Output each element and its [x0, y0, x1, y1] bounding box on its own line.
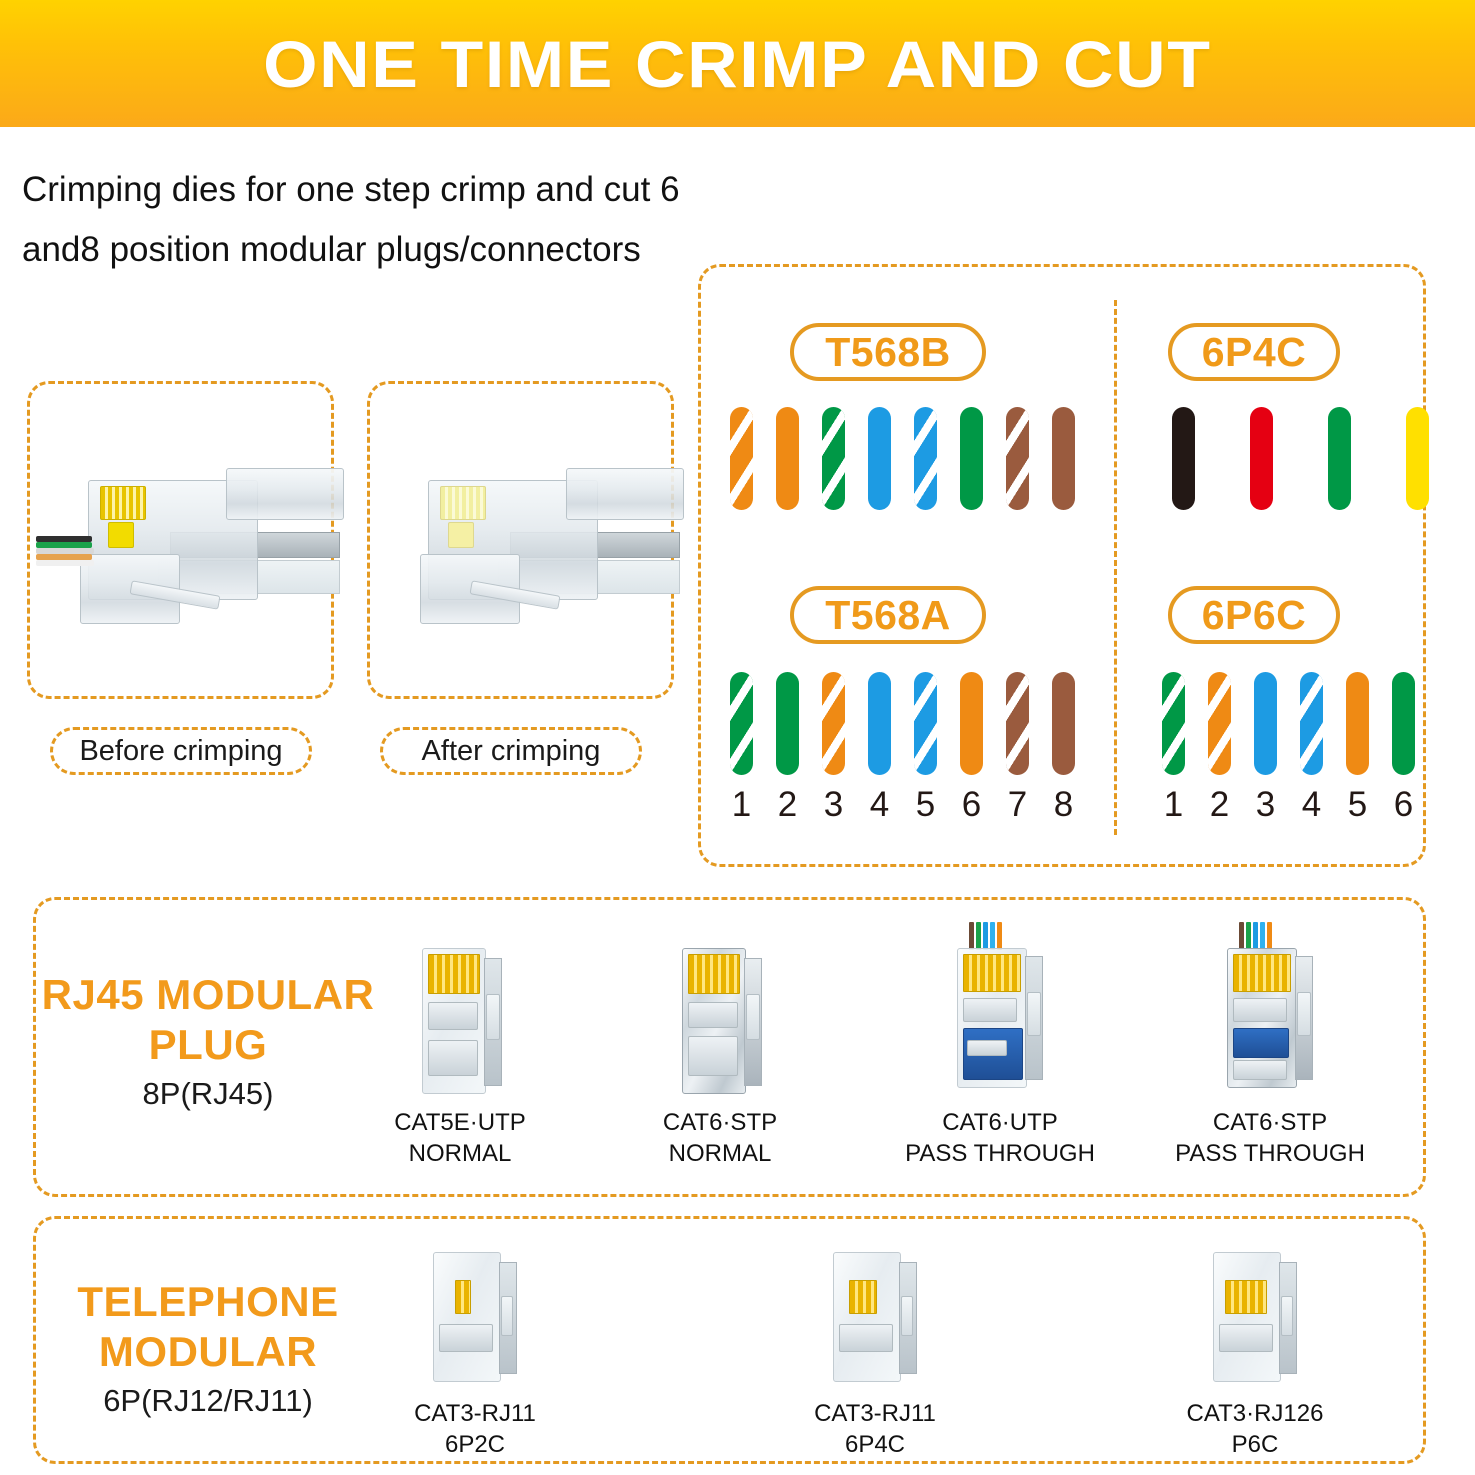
wire-t568a-7 — [1006, 672, 1029, 775]
product-caption: CAT3·RJ126 P6C — [1186, 1400, 1324, 1458]
wire-t568b-6 — [960, 407, 983, 510]
wire-t568b-2 — [776, 407, 799, 510]
wire-t568a-1 — [730, 672, 753, 775]
wire-number-2: 2 — [1209, 785, 1230, 824]
wire-t568b-5 — [914, 407, 937, 510]
wire-6p6c-4 — [1300, 672, 1323, 775]
wire-number-1: 1 — [1163, 785, 1184, 824]
product-cat6-utp-pass-through: CAT6·UTP PASS THROUGH — [870, 922, 1130, 1169]
rj45-section-title: RJ45 MODULAR PLUG — [38, 970, 378, 1070]
telephone-title-line2: MODULAR — [98, 1328, 318, 1375]
telephone-section-subtitle: 6P(RJ12/RJ11) — [103, 1383, 313, 1418]
header-banner: ONE TIME CRIMP AND CUT — [0, 0, 1475, 127]
rj45-section-subtitle: 8P(RJ45) — [142, 1076, 274, 1111]
wire-t568a-4 — [868, 672, 891, 775]
after-crimping-caption: After crimping — [380, 727, 642, 775]
plug-art-cat6-stp — [660, 932, 780, 1107]
wire-t568a-6 — [960, 672, 983, 775]
wire-number-4: 4 — [1301, 785, 1322, 824]
wire-t568a-5 — [914, 672, 937, 775]
wire-6p4c-3 — [1328, 407, 1351, 510]
plug-art-cat6-stp-pass — [1205, 922, 1335, 1107]
plug-art-cat6-utp-pass — [935, 922, 1065, 1107]
tag-t568b: T568B — [790, 323, 986, 381]
wire-t568b-7 — [1006, 407, 1029, 510]
protruding-wires — [969, 922, 1002, 950]
wire-t568b-1 — [730, 407, 753, 510]
product-cat3-rj11-6p2c: CAT3-RJ11 6P2C — [360, 1238, 590, 1460]
wire-row-6p6c — [1162, 672, 1415, 775]
wire-6p4c-2 — [1250, 407, 1273, 510]
wire-t568a-2 — [776, 672, 799, 775]
page-title: ONE TIME CRIMP AND CUT — [263, 26, 1212, 101]
wiring-panel-divider — [1114, 300, 1117, 835]
product-caption: CAT6·STP PASS THROUGH — [1175, 1109, 1365, 1167]
telephone-title-line1: TELEPHONE — [77, 1278, 339, 1325]
before-crimping-frame — [27, 381, 344, 702]
wire-t568b-3 — [822, 407, 845, 510]
wire-row-6p4c — [1172, 407, 1429, 510]
plug-art-rj11-6p4c — [815, 1238, 935, 1398]
wire-6p6c-5 — [1346, 672, 1369, 775]
wire-number-2: 2 — [777, 785, 798, 824]
wire-t568b-4 — [868, 407, 891, 510]
before-crimping-caption: Before crimping — [50, 727, 312, 775]
plug-art-cat5e-utp — [400, 932, 520, 1107]
after-crimping-frame — [367, 381, 684, 702]
telephone-modular-panel — [33, 1216, 1426, 1464]
wire-number-4: 4 — [869, 785, 890, 824]
wire-row-t568b — [730, 407, 1075, 510]
wire-t568b-8 — [1052, 407, 1075, 510]
product-cat6-stp-normal: CAT6·STP NORMAL — [610, 932, 830, 1169]
telephone-section-title: TELEPHONE MODULAR — [38, 1277, 378, 1377]
product-cat3-rj126-p6c: CAT3·RJ126 P6C — [1140, 1238, 1370, 1460]
product-caption: CAT6·STP NORMAL — [662, 1109, 778, 1167]
wire-number-6: 6 — [1393, 785, 1414, 824]
wire-number-5: 5 — [1347, 785, 1368, 824]
wire-6p6c-1 — [1162, 672, 1185, 775]
product-cat5e-utp-normal: CAT5E·UTP NORMAL — [350, 932, 570, 1169]
product-caption: CAT6·UTP PASS THROUGH — [905, 1109, 1095, 1167]
wire-row-t568a — [730, 672, 1075, 775]
tag-t568a: T568A — [790, 586, 986, 644]
wire-number-3: 3 — [823, 785, 844, 824]
rj45-title-line2: PLUG — [148, 1021, 268, 1068]
tag-6p6c: 6P6C — [1168, 586, 1340, 644]
wire-6p6c-2 — [1208, 672, 1231, 775]
product-cat3-rj11-6p4c: CAT3-RJ11 6P4C — [760, 1238, 990, 1460]
plug-after-crimping-illustration — [370, 384, 684, 702]
wire-number-3: 3 — [1255, 785, 1276, 824]
plug-art-rj11-6p2c — [415, 1238, 535, 1398]
wire-number-5: 5 — [915, 785, 936, 824]
protruding-wires — [1239, 922, 1272, 950]
plug-art-rj126-p6c — [1195, 1238, 1315, 1398]
product-cat6-stp-pass-through: CAT6·STP PASS THROUGH — [1140, 922, 1400, 1169]
product-caption: CAT3-RJ11 6P4C — [814, 1400, 936, 1458]
plug-before-crimping-illustration — [30, 384, 344, 702]
wire-number-8: 8 — [1053, 785, 1074, 824]
wire-6p6c-3 — [1254, 672, 1277, 775]
wire-6p4c-1 — [1172, 407, 1195, 510]
wire-t568a-8 — [1052, 672, 1075, 775]
wire-number-7: 7 — [1007, 785, 1028, 824]
product-caption: CAT5E·UTP NORMAL — [394, 1109, 526, 1167]
intro-paragraph: Crimping dies for one step crimp and cut… — [22, 170, 680, 269]
wire-number-6: 6 — [961, 785, 982, 824]
tag-6p4c: 6P4C — [1168, 323, 1340, 381]
wire-number-1: 1 — [731, 785, 752, 824]
wire-6p6c-6 — [1392, 672, 1415, 775]
wire-6p4c-4 — [1406, 407, 1429, 510]
wire-t568a-3 — [822, 672, 845, 775]
product-caption: CAT3-RJ11 6P2C — [414, 1400, 536, 1458]
rj45-title-line1: RJ45 MODULAR — [41, 971, 375, 1018]
